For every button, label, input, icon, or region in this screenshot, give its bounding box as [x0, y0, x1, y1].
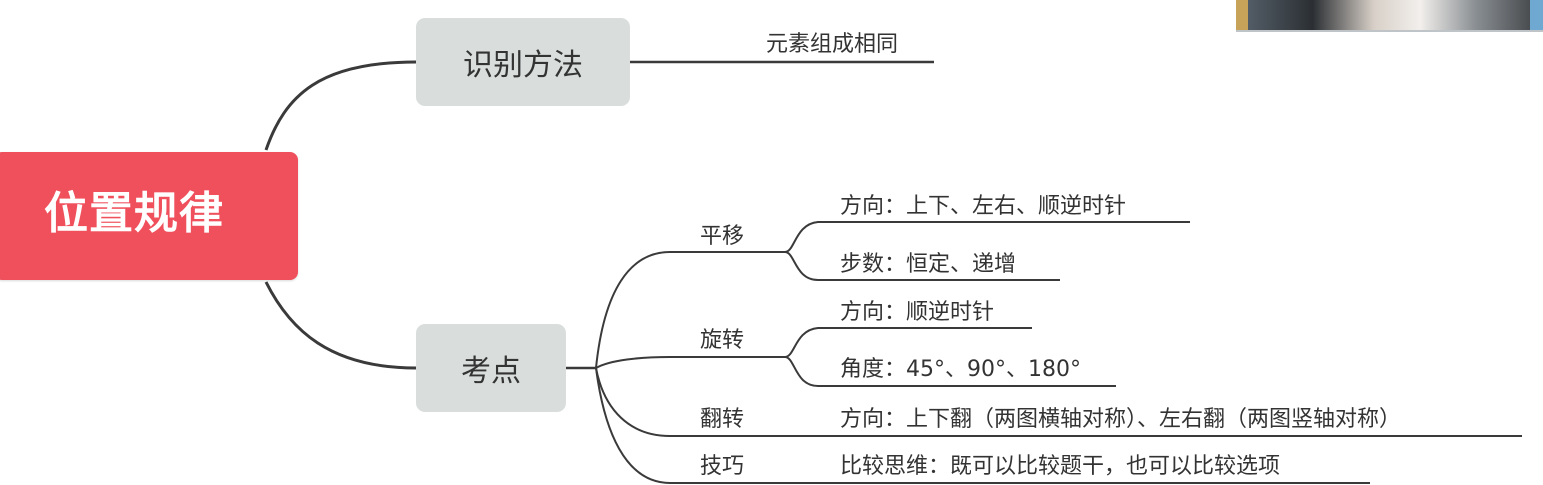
connector-translate-fork [784, 221, 1190, 281]
node-test-points[interactable]: 考点 [416, 324, 566, 412]
root-node[interactable] [0, 152, 298, 280]
node-flip[interactable]: 翻转 [700, 407, 745, 432]
leaf-tips-comparison[interactable]: 比较思维：既可以比较题干，也可以比较选项 [840, 454, 1281, 479]
leaf-rotate-angle[interactable]: 角度：45°、90°、180° [840, 357, 1081, 382]
webcam-edge-right [1530, 0, 1543, 30]
connector-rotate [595, 356, 785, 369]
node-translate[interactable]: 平移 [700, 224, 745, 249]
webcam-edge-left [1236, 0, 1248, 30]
node-test-points-label: 考点 [461, 354, 521, 389]
leaf-translate-steps[interactable]: 步数：恒定、递增 [840, 252, 1017, 277]
leaf-rotate-direction[interactable]: 方向：顺逆时针 [840, 300, 995, 325]
node-identify-method-label: 识别方法 [463, 48, 583, 83]
leaf-translate-direction[interactable]: 方向：上下、左右、顺逆时针 [840, 194, 1127, 219]
connector-root-to-points [264, 281, 417, 370]
connector-root-to-identify [264, 60, 417, 151]
leaf-same-elements[interactable]: 元素组成相同 [766, 32, 899, 57]
connector-flip [595, 367, 1522, 437]
root-node-label: 位置规律 [44, 188, 224, 239]
connector-tips [595, 367, 1370, 484]
leaf-flip-direction[interactable]: 方向：上下翻（两图横轴对称）、左右翻（两图竖轴对称） [840, 407, 1402, 432]
connector-rotate-fork [784, 327, 1116, 387]
node-identify-method[interactable]: 识别方法 [416, 18, 630, 106]
webcam-overlay [1236, 0, 1543, 32]
node-tips[interactable]: 技巧 [700, 454, 745, 479]
node-rotate[interactable]: 旋转 [700, 328, 745, 353]
connector-translate [595, 251, 785, 369]
